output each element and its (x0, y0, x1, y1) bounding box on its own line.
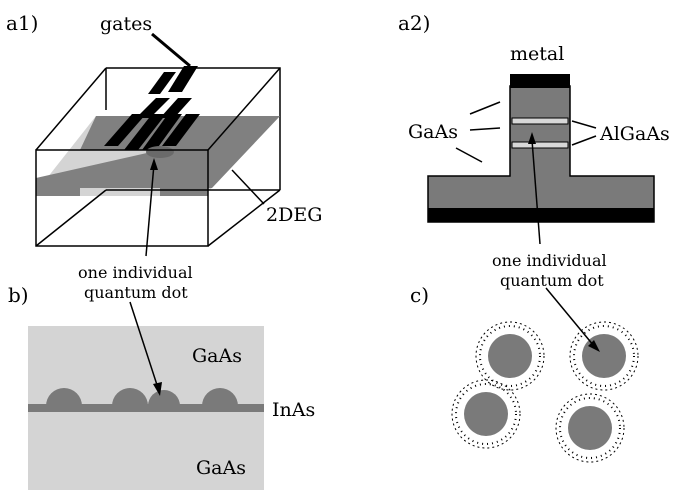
dot-arrowhead-a2 (528, 132, 536, 144)
pillar-body (427, 85, 655, 223)
box-front-edges (35, 67, 281, 247)
panel-label-b: b) (8, 283, 29, 307)
colloidal-dot-2 (569, 321, 639, 391)
gaas-label-a2: GaAs (408, 121, 458, 143)
dot-label-a2-line2: quantum dot (500, 271, 604, 290)
algaas-barrier-bottom (511, 141, 569, 149)
inas-wetting-layer (28, 404, 264, 412)
substrate-bottom (428, 208, 654, 222)
dot-arrowhead-a1 (150, 158, 158, 170)
gaas-top-label-b: GaAs (192, 345, 242, 367)
colloidal-dot-3 (451, 379, 521, 449)
panel-a1: a1) (6, 11, 322, 302)
gaas-pointers (455, 101, 501, 163)
2deg-label: 2DEG (266, 204, 322, 226)
algaas-barrier-top (511, 117, 569, 125)
2deg-front-strip (80, 190, 160, 196)
dot-arrowhead-c (588, 340, 600, 352)
algaas-pointers (571, 120, 597, 146)
dot-arrowhead-b (153, 382, 162, 396)
gaas-bottom-label-b: GaAs (196, 457, 246, 479)
gate-electrodes (104, 66, 200, 150)
gates-label: gates (100, 13, 152, 35)
dot-pointer-b (129, 301, 159, 389)
quantum-dot-a1 (146, 146, 174, 158)
panel-label-a1: a1) (6, 11, 38, 35)
panel-label-a2: a2) (398, 11, 430, 35)
metal-label: metal (510, 43, 564, 65)
algaas-label: AlGaAs (599, 123, 670, 145)
panel-c: c) (410, 283, 639, 463)
colloidal-dot-1 (475, 321, 545, 391)
dot-pointer-c (545, 287, 595, 347)
2deg-dark-layer-front (36, 186, 80, 196)
gates-pointer (151, 32, 191, 68)
panel-a2: a2) metal GaAs AlGaAs one individual qua… (398, 11, 670, 290)
dot-label-a2-line1: one individual (492, 251, 607, 270)
dot-label-a1-line2: quantum dot (84, 283, 188, 302)
panel-label-c: c) (410, 283, 429, 307)
dot-pointer-a2 (531, 139, 541, 245)
inas-quantum-dots (46, 388, 238, 406)
metal-contact (510, 74, 570, 88)
inas-label: InAs (272, 399, 315, 421)
2deg-dark-layer-front-right (160, 186, 208, 196)
dot-pointer-a1 (145, 163, 155, 257)
dot-label-a1-line1: one individual (78, 263, 193, 282)
2deg-pointer (231, 169, 265, 205)
colloidal-dot-4 (555, 393, 625, 463)
panel-b: b) GaAs InAs GaAs (8, 283, 315, 490)
